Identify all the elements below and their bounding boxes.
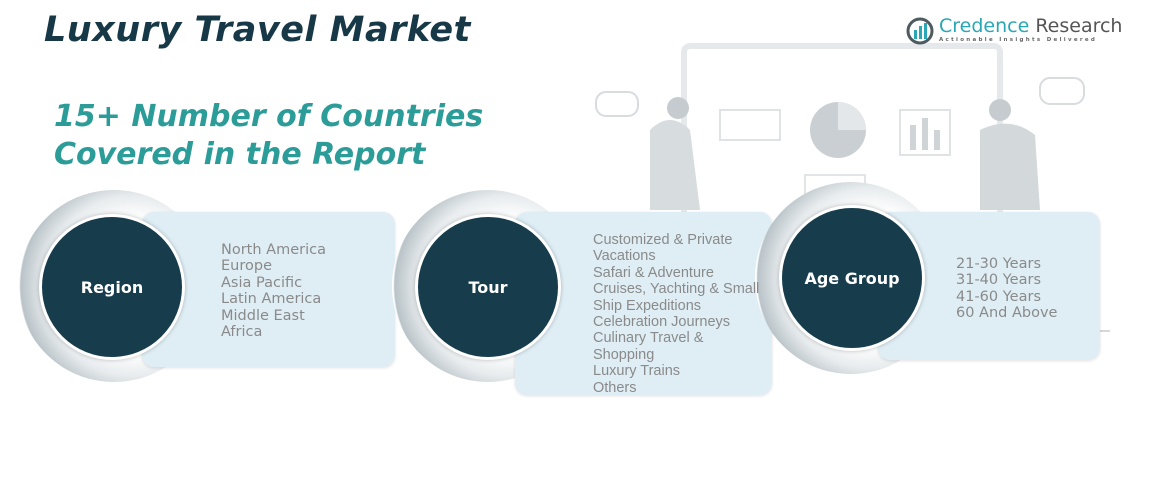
list-item: 31-40 Years [956,272,1041,289]
list-item: Ship Expeditions [593,297,702,314]
page-title: Luxury Travel Market [44,10,471,50]
list-item: Luxury Trains [593,363,681,380]
list-item: Safari & Adventure [593,264,714,281]
age-group-list: 21-30 Years 31-40 Years 41-60 Years 60 A… [956,256,1057,322]
list-item: 60 And Above [956,305,1058,322]
logo-name: Credence Research [939,15,1122,37]
list-item: 41-60 Years [956,288,1041,305]
list-item: Cruises, Yachting & Small [593,281,760,298]
logo-name-credence: Credence [939,15,1030,37]
list-item: Shopping [593,346,655,363]
list-item: Latin America [221,291,322,308]
list-item: Celebration Journeys [593,314,731,331]
list-item: Middle East [221,307,305,324]
logo-name-research: Research [1029,15,1123,37]
list-item: Customized & Private [593,232,733,248]
list-item: North America [221,242,326,258]
list-item: Africa [221,324,263,341]
credence-research-logo: Credence Research Actionable Insights De… [906,15,1122,47]
list-item: Culinary Travel & [593,330,704,347]
tour-circle: Tour [415,214,561,360]
subtitle-line-1: 15+ Number of Countries [54,99,484,134]
list-item: Vacations [593,248,656,265]
list-item: 21-30 Years [956,256,1041,272]
subtitle-line-2: Covered in the Report [54,137,426,172]
region-label: Region [80,277,144,297]
tour-label: Tour [468,277,508,297]
logo-tagline: Actionable Insights Delivered [939,37,1098,43]
region-list: North America Europe Asia Pacific Latin … [221,242,326,340]
countries-covered-heading: 15+ Number of Countries Covered in the R… [54,98,483,174]
bar-chart-circle-icon [906,17,934,45]
list-item: Others [593,379,637,396]
list-item: Europe [221,258,272,275]
region-circle: Region [39,214,185,360]
list-item: Asia Pacific [221,274,303,291]
age-group-circle: Age Group [779,205,925,351]
tour-list: Customized & Private Vacations Safari & … [593,232,759,396]
age-group-label: Age Group [804,268,900,288]
